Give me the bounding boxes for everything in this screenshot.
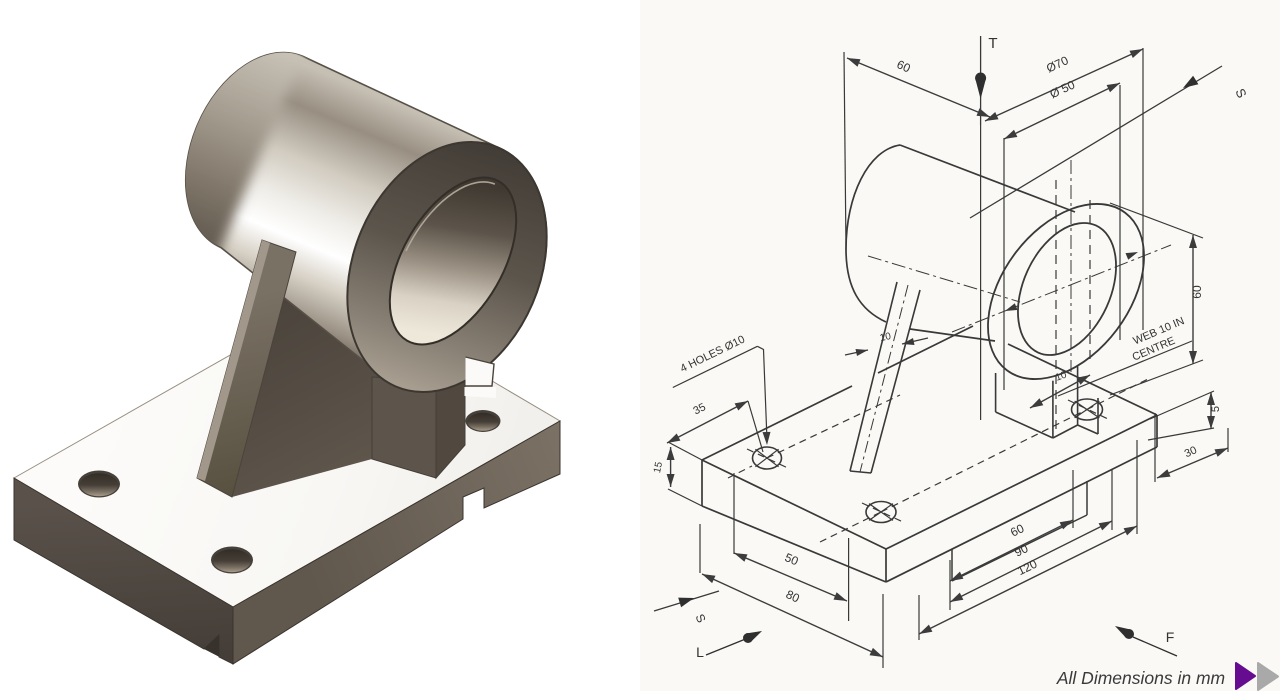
svg-text:T: T xyxy=(988,35,997,52)
svg-text:90: 90 xyxy=(1012,541,1030,560)
svg-text:15: 15 xyxy=(652,460,665,474)
svg-text:60: 60 xyxy=(1008,521,1026,540)
svg-text:60: 60 xyxy=(895,57,913,75)
svg-text:L: L xyxy=(696,644,704,660)
svg-text:60: 60 xyxy=(1190,285,1204,299)
svg-text:10: 10 xyxy=(1054,369,1069,383)
svg-text:35: 35 xyxy=(691,401,707,417)
svg-text:F: F xyxy=(1166,629,1175,645)
svg-text:50: 50 xyxy=(783,550,801,568)
svg-text:All Dimensions in mm: All Dimensions in mm xyxy=(1056,668,1225,688)
svg-text:30: 30 xyxy=(1183,444,1199,460)
svg-text:5: 5 xyxy=(1210,406,1222,412)
svg-text:10: 10 xyxy=(879,331,893,344)
svg-text:80: 80 xyxy=(784,587,802,605)
